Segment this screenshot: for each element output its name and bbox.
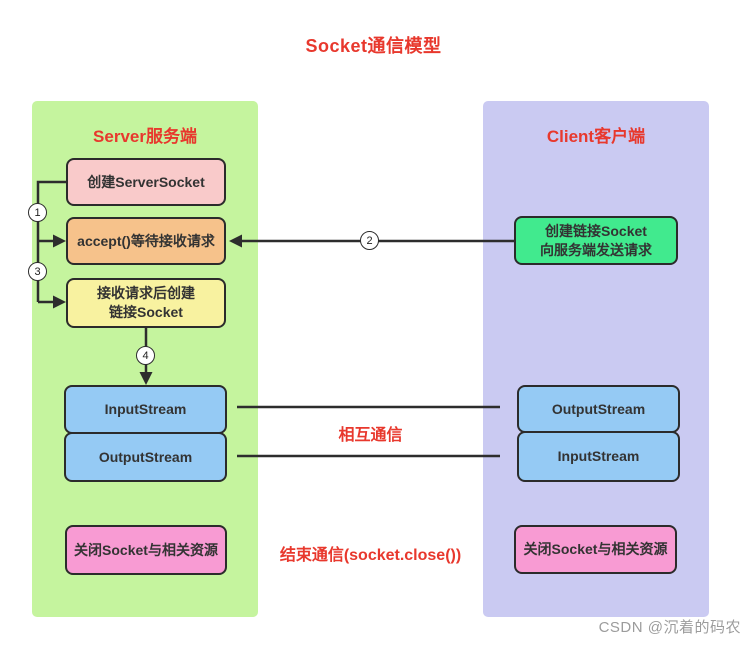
arrowhead-to-accept-from-client [229,234,242,248]
arrowhead-inputstream [139,372,153,385]
step-marker-3: 3 [28,262,47,281]
arrowhead-accept [53,234,66,248]
node-server-close-socket: 关闭Socket与相关资源 [65,525,227,575]
node-create-link-socket: 接收请求后创建 链接Socket [66,278,226,328]
node-create-serversocket: 创建ServerSocket [66,158,226,206]
arrowhead-link-socket [53,295,66,309]
node-server-outputstream: OutputStream [64,432,227,482]
step-marker-2: 2 [360,231,379,250]
label-mutual-communication: 相互通信 [338,427,403,444]
node-client-inputstream: InputStream [517,431,680,482]
page-title: Socket通信模型 [305,36,442,56]
node-client-close-socket: 关闭Socket与相关资源 [514,525,677,574]
node-client-create-socket: 创建链接Socket 向服务端发送请求 [514,216,678,265]
node-server-inputstream: InputStream [64,385,227,434]
node-accept-wait-request: accept()等待接收请求 [66,217,226,265]
step-marker-1: 1 [28,203,47,222]
client-panel-title: Client客户端 [546,127,646,146]
step-marker-4: 4 [136,346,155,365]
server-panel-title: Server服务端 [93,127,197,146]
watermark: CSDN @沉着的码农 [598,619,741,636]
label-end-communication: 结束通信(socket.close()) [279,547,462,564]
